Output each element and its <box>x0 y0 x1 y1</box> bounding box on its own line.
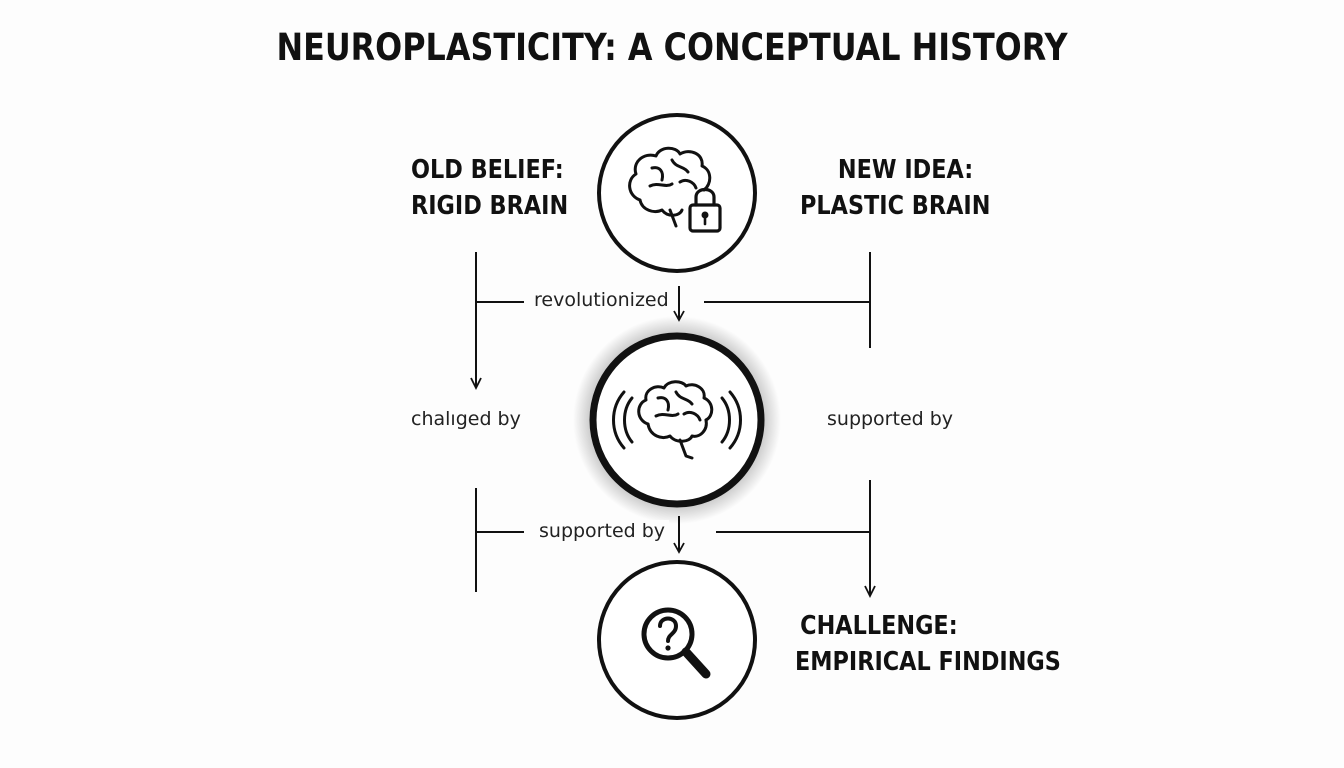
node-old-belief-label: OLD BELIEF: RIGID BRAIN <box>411 152 568 224</box>
brain-waves-icon <box>612 380 742 460</box>
new-idea-line1: NEW IDEA: <box>837 155 974 185</box>
new-idea-line2: PLASTIC BRAIN <box>800 191 991 221</box>
brain-lock-icon <box>628 146 722 233</box>
node-new-idea-circle <box>573 316 781 524</box>
challenge-line1: CHALLENGE: <box>800 611 958 641</box>
edge-label-supported-by-bottom: supported by <box>535 520 670 542</box>
node-new-idea-label: NEW IDEA: PLASTIC BRAIN <box>800 152 990 224</box>
magnifier-question-icon <box>641 607 711 679</box>
node-challenge-label: CHALLENGE: EMPIRICAL FINDINGS <box>795 608 1061 680</box>
challenge-line2: EMPIRICAL FINDINGS <box>795 647 1061 677</box>
left-upper-arrowhead <box>470 377 482 391</box>
edge-label-revolutionized: revolutionized <box>530 289 673 311</box>
connectors <box>470 252 876 599</box>
right-lower-arrowhead <box>864 585 876 599</box>
edge-label-supported-by-right: supported by <box>823 408 958 430</box>
old-belief-line1: OLD BELIEF: <box>411 155 564 185</box>
page-title: NEUROPLASTICITY: A CONCEPTUAL HISTORY <box>276 26 1068 69</box>
node-old-belief-circle <box>597 113 757 273</box>
edge-label-challenged-by: chalıged by <box>407 408 525 430</box>
old-belief-line2: RIGID BRAIN <box>411 191 569 221</box>
node-challenge-circle <box>597 560 757 720</box>
